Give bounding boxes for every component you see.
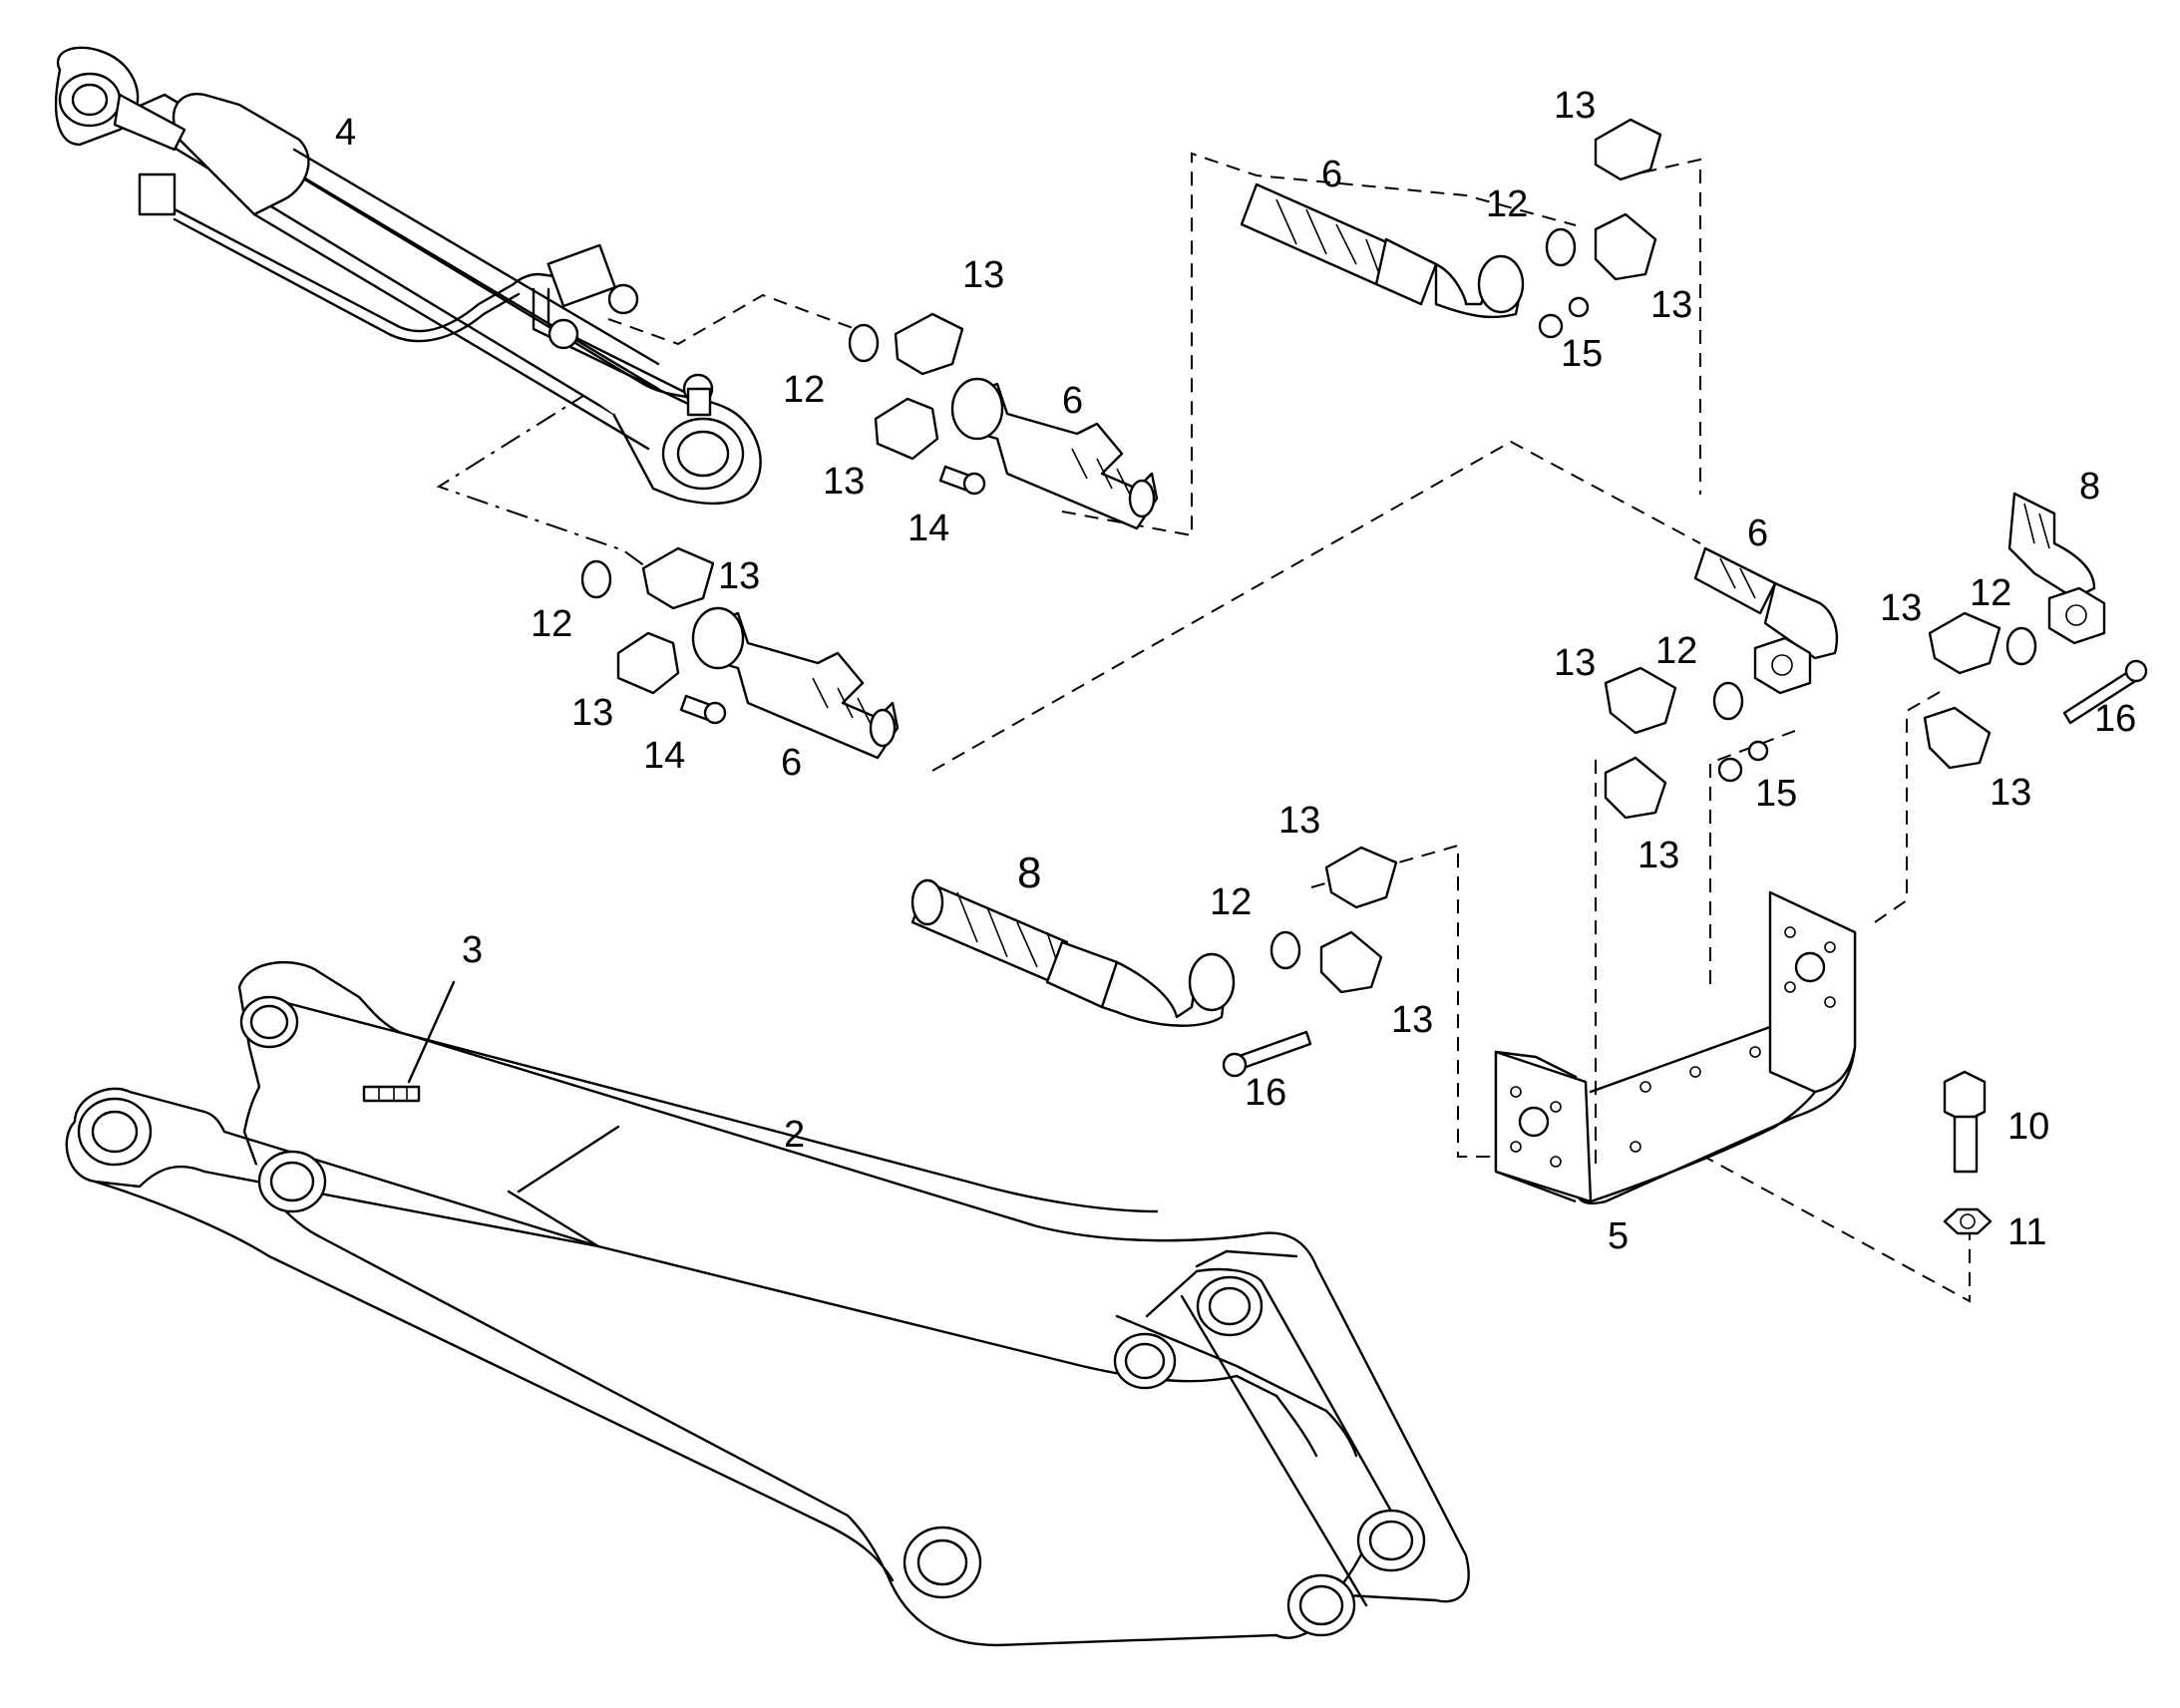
callout-13d: 13	[823, 461, 865, 503]
callout-13b: 13	[1650, 284, 1692, 326]
callout-12d: 12	[1655, 630, 1697, 672]
callout-6a: 6	[1321, 154, 1342, 195]
callout-13l: 13	[1391, 999, 1433, 1041]
callout-8b: 8	[1017, 849, 1041, 897]
callout-13j: 13	[1990, 772, 2031, 814]
callout-11: 11	[2007, 1211, 2046, 1253]
callout-13g: 13	[1554, 642, 1596, 684]
callout-13h: 13	[1637, 835, 1679, 876]
hoses	[691, 182, 2106, 1027]
callout-6c: 6	[1747, 512, 1768, 554]
callout-6b: 6	[1062, 380, 1083, 422]
callout-6d: 6	[781, 742, 802, 784]
callout-16b: 16	[1245, 1072, 1286, 1114]
callout-13f: 13	[571, 692, 613, 734]
callout-13k: 13	[1278, 800, 1320, 842]
callout-5: 5	[1608, 1215, 1629, 1257]
callout-4: 4	[335, 112, 356, 154]
boom-arm	[65, 961, 1470, 1647]
callout-12c: 12	[531, 603, 572, 645]
small-parts	[580, 118, 2148, 1235]
callout-13a: 13	[1554, 85, 1596, 127]
callout-13e: 13	[718, 555, 760, 597]
callout-12e: 12	[1970, 572, 2011, 614]
callout-13i: 13	[1880, 587, 1922, 629]
callout-3: 3	[462, 929, 483, 971]
callout-16a: 16	[2094, 698, 2136, 740]
mounting-bracket	[1494, 890, 1857, 1205]
callout-14a: 14	[908, 508, 949, 549]
hydraulic-cylinder	[54, 46, 762, 506]
callout-15a: 15	[1561, 333, 1603, 375]
callout-13c: 13	[962, 254, 1004, 296]
callout-12f: 12	[1210, 881, 1252, 923]
callout-2: 2	[784, 1114, 805, 1156]
callout-labels: 2 3 4 5 6 6 6 6 8 8 10 11 12 12 12 12 12…	[335, 85, 2136, 1257]
callout-14b: 14	[643, 735, 685, 777]
callout-12b: 12	[783, 369, 825, 411]
data-plate	[362, 980, 456, 1103]
callout-10: 10	[2007, 1106, 2049, 1148]
callout-15b: 15	[1755, 773, 1797, 815]
callout-12a: 12	[1486, 183, 1528, 225]
callout-8a: 8	[2079, 466, 2100, 508]
